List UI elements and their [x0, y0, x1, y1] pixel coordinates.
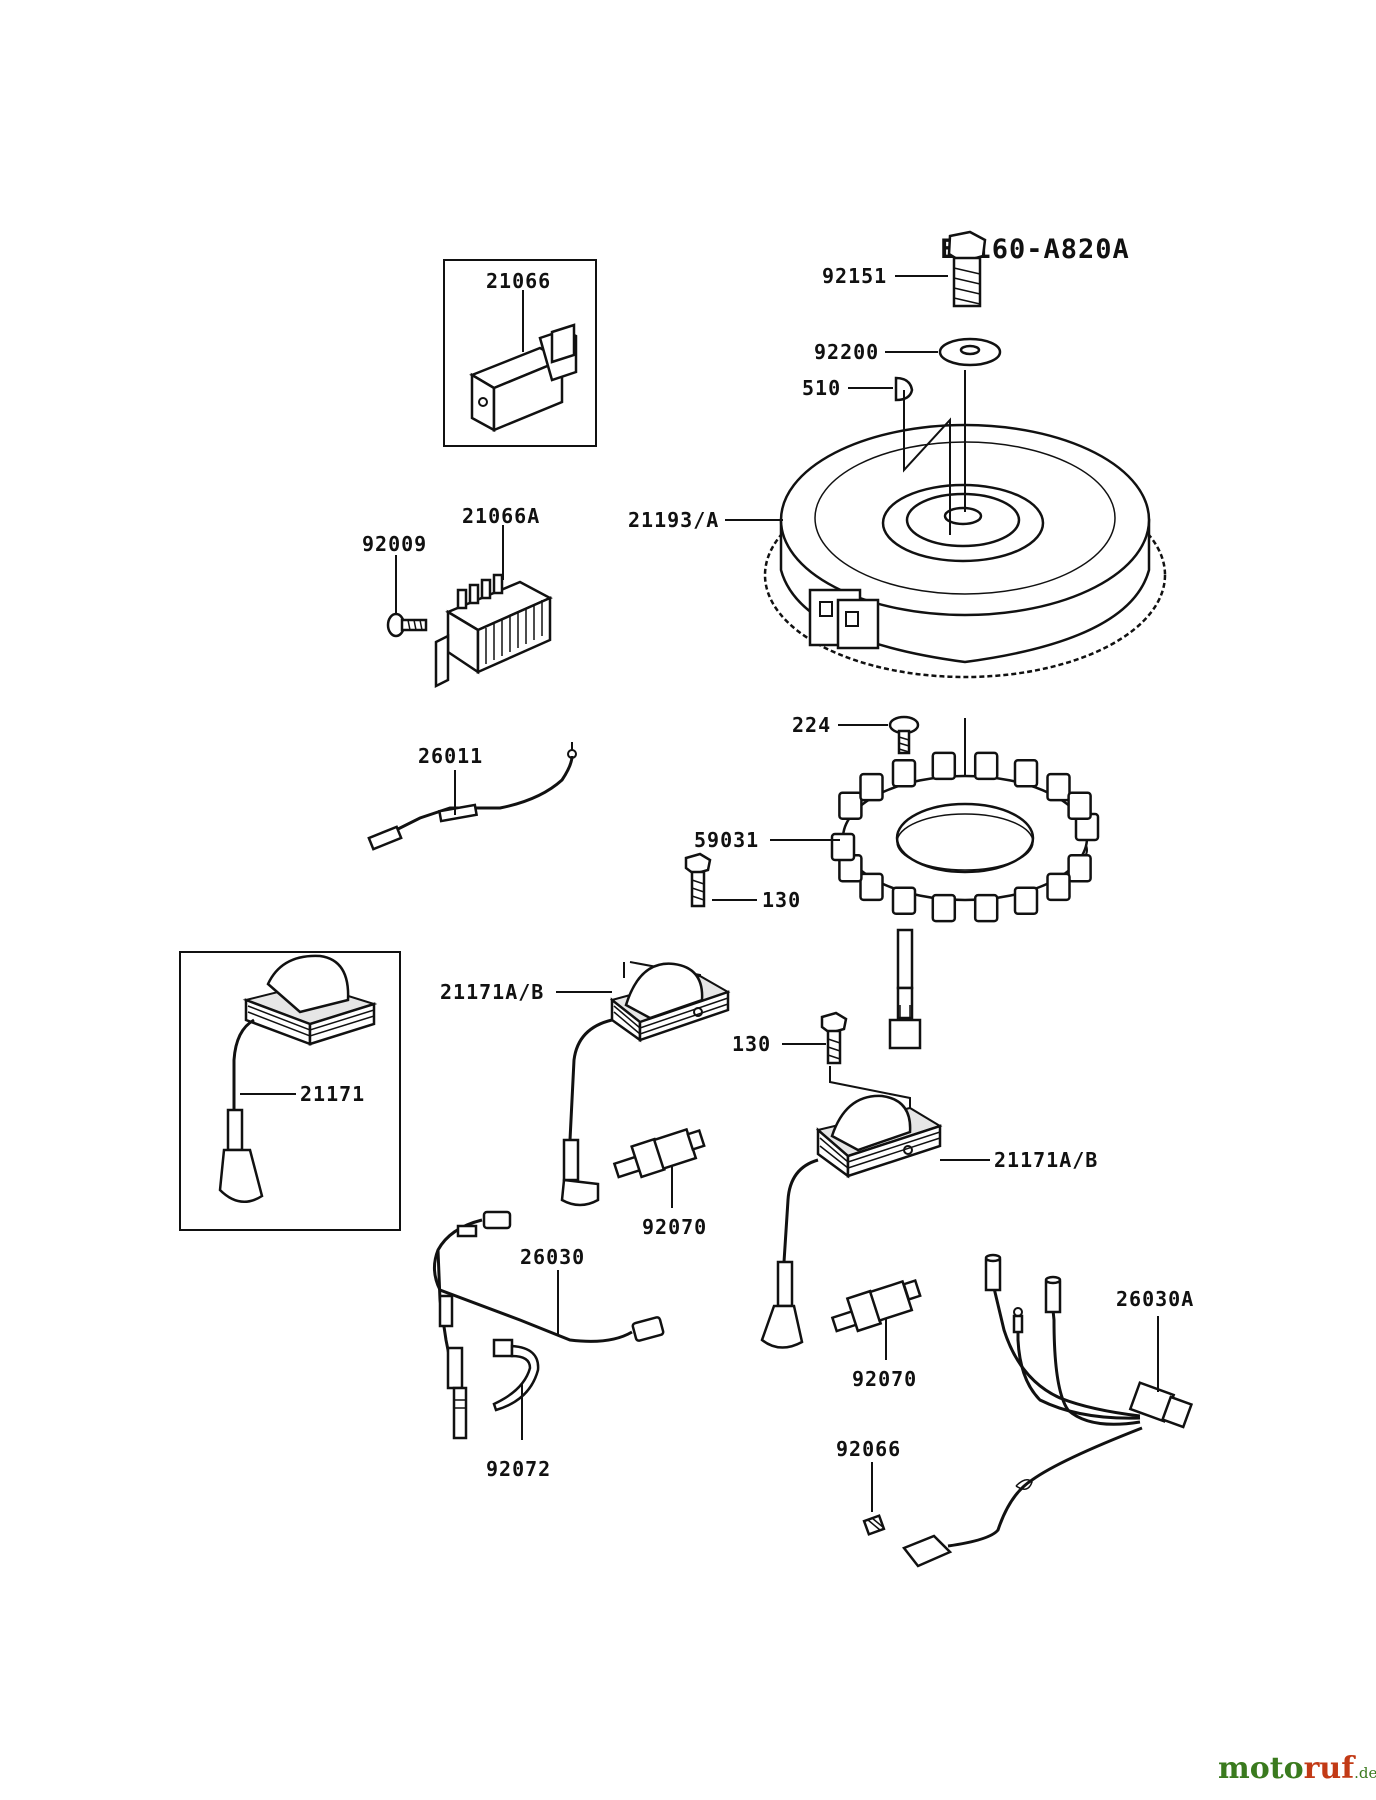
- stator-tooth: [1067, 791, 1092, 821]
- stator-tooth: [1013, 886, 1039, 915]
- callout-21171AB-lower: 21171A/B: [994, 1148, 1098, 1172]
- callout-21066: 21066: [486, 269, 551, 293]
- frame-21066: [443, 259, 597, 447]
- callout-21193: 21193/A: [628, 508, 719, 532]
- stator-59031: [830, 718, 1100, 1050]
- screw-224: [888, 715, 920, 755]
- bolt-130-upper: [684, 852, 712, 908]
- svg-text:motoruf.de: motoruf.de: [1218, 1751, 1376, 1786]
- harness-26030: [433, 1210, 665, 1440]
- callout-130-lower: 130: [732, 1032, 771, 1056]
- screw-92009: [386, 612, 428, 638]
- flywheel-21193: [763, 423, 1167, 679]
- stator-tooth: [838, 791, 863, 821]
- spark-plug-92070-upper: [612, 1127, 706, 1179]
- coil-21171AB-upper: [560, 961, 731, 1207]
- regulator-21066: [469, 323, 578, 433]
- callout-21171: 21171: [300, 1082, 365, 1106]
- callout-92200: 92200: [814, 340, 879, 364]
- stator-tooth: [859, 772, 884, 802]
- stator-tooth: [891, 759, 917, 788]
- stator-tooth: [931, 751, 957, 781]
- lead-26011: [367, 742, 577, 851]
- regulator-21066A: [434, 573, 553, 689]
- spark-plug-92070-lower: [830, 1278, 922, 1333]
- stator-tooth: [931, 893, 957, 923]
- stator-tooth: [891, 886, 917, 915]
- bolt-92151: [947, 230, 987, 308]
- stator-tooth: [1013, 759, 1039, 788]
- callout-92009: 92009: [362, 532, 427, 556]
- clamp-92072: [492, 1338, 540, 1412]
- callout-510: 510: [802, 376, 841, 400]
- stator-tooth: [1046, 772, 1071, 802]
- callout-26011: 26011: [418, 744, 483, 768]
- callout-26030A: 26030A: [1116, 1287, 1194, 1311]
- stator-tooth: [859, 872, 884, 902]
- washer-92200: [938, 337, 1002, 367]
- stator-tooth: [1046, 872, 1071, 902]
- callout-92151: 92151: [822, 264, 887, 288]
- stator-tooth: [973, 751, 999, 781]
- callout-224: 224: [792, 713, 831, 737]
- callout-92072: 92072: [486, 1457, 551, 1481]
- callout-59031: 59031: [694, 828, 759, 852]
- key-510: [894, 376, 914, 402]
- stator-tooth: [1067, 853, 1092, 883]
- harness-26030A: [901, 1253, 1194, 1568]
- callout-21066A: 21066A: [462, 504, 540, 528]
- callout-92070-lower: 92070: [852, 1367, 917, 1391]
- frame-21171: [179, 951, 401, 1231]
- stator-tooth: [830, 832, 856, 862]
- nut-92066: [862, 1514, 886, 1536]
- watermark-logo: motoruf.de: [1218, 1751, 1376, 1786]
- stator-tooth: [973, 893, 999, 923]
- callout-21171AB-upper: 21171A/B: [440, 980, 544, 1004]
- callout-92070-upper: 92070: [642, 1215, 707, 1239]
- coil-21171AB-lower: [760, 1066, 943, 1349]
- callout-130-upper: 130: [762, 888, 801, 912]
- coil-21171: [218, 954, 378, 1203]
- callout-26030: 26030: [520, 1245, 585, 1269]
- callout-92066: 92066: [836, 1437, 901, 1461]
- bolt-130-lower: [820, 1011, 848, 1065]
